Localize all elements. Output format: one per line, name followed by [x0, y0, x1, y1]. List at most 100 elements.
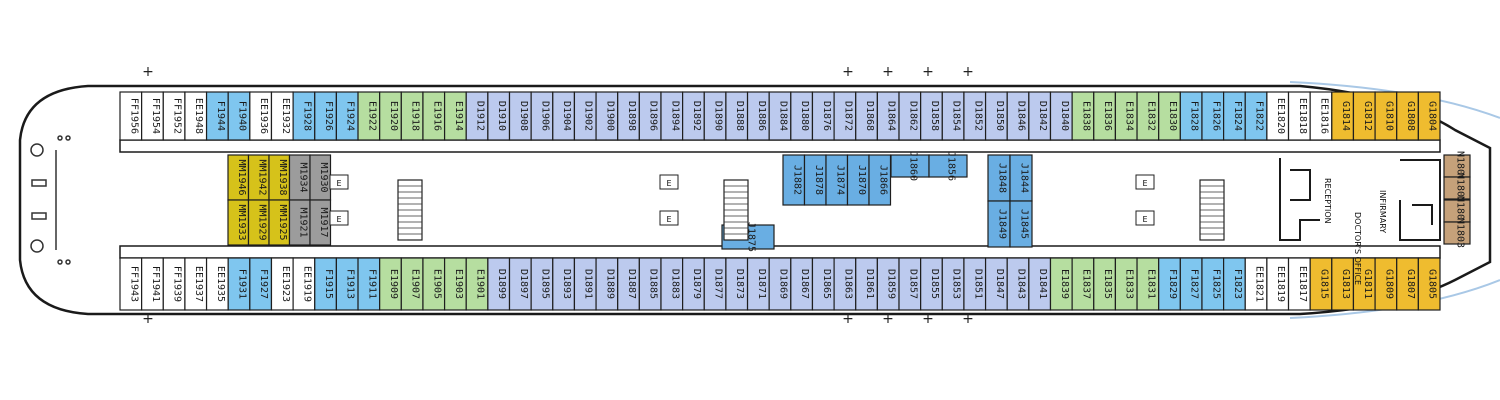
cabin-F1915[interactable]: F1915 [314, 257, 337, 311]
cabin-EE1932[interactable]: EE1932 [270, 91, 294, 141]
cabin-E1905[interactable]: E1905 [422, 257, 446, 311]
cabin-E1903[interactable]: E1903 [443, 257, 467, 311]
cabin-D1895[interactable]: D1895 [530, 257, 554, 311]
cabin-FF1941[interactable]: FF1941 [141, 257, 164, 311]
cabin-D1842[interactable]: D1842 [1028, 91, 1052, 141]
cabin-EE1820[interactable]: EE1820 [1266, 91, 1290, 141]
cabin-FF1952[interactable]: FF1952 [162, 91, 186, 141]
cabin-E1901[interactable]: E1901 [465, 257, 489, 311]
cabin-J1856[interactable]: J1856 [928, 151, 968, 181]
cabin-D1898[interactable]: D1898 [617, 91, 640, 141]
cabin-D1846[interactable]: D1846 [1006, 91, 1030, 141]
cabin-D1859[interactable]: D1859 [876, 257, 900, 311]
cabin-N1801[interactable]: N1801 [1443, 196, 1471, 226]
cabin-EE1923[interactable]: EE1923 [270, 257, 294, 311]
cabin-EE1937[interactable]: EE1937 [184, 257, 208, 311]
cabin-D1857[interactable]: D1857 [898, 257, 922, 311]
cabin-D1896[interactable]: D1896 [638, 91, 662, 141]
cabin-E1914[interactable]: E1914 [443, 91, 467, 141]
cabin-EE1821[interactable]: EE1821 [1244, 257, 1268, 311]
cabin-E1835[interactable]: E1835 [1093, 257, 1117, 311]
cabin-D1862[interactable]: D1862 [898, 91, 922, 141]
cabin-D1899[interactable]: D1899 [487, 257, 511, 311]
cabin-F1924[interactable]: F1924 [335, 91, 359, 141]
cabin-N1803[interactable]: N1803 [1443, 218, 1471, 248]
cabin-J1874[interactable]: J1874 [825, 154, 849, 206]
cabin-MM1929[interactable]: MM1929 [247, 199, 270, 246]
cabin-D1887[interactable]: D1887 [617, 257, 640, 311]
cabin-D1847[interactable]: D1847 [984, 257, 1008, 311]
cabin-G1812[interactable]: G1812 [1352, 91, 1376, 141]
cabin-M1921[interactable]: M1921 [288, 199, 311, 246]
cabin-D1879[interactable]: D1879 [682, 257, 705, 311]
cabin-D1883[interactable]: D1883 [660, 257, 684, 311]
cabin-EE1936[interactable]: EE1936 [249, 91, 273, 141]
cabin-D1906[interactable]: D1906 [530, 91, 554, 141]
cabin-E1907[interactable]: E1907 [400, 257, 424, 311]
cabin-G1814[interactable]: G1814 [1331, 91, 1355, 141]
cabin-E1833[interactable]: E1833 [1114, 257, 1138, 311]
cabin-D1900[interactable]: D1900 [595, 91, 619, 141]
cabin-G1808[interactable]: G1808 [1396, 91, 1419, 141]
cabin-D1865[interactable]: D1865 [811, 257, 835, 311]
cabin-F1927[interactable]: F1927 [249, 257, 273, 311]
cabin-F1913[interactable]: F1913 [335, 257, 359, 311]
cabin-D1889[interactable]: D1889 [595, 257, 619, 311]
cabin-E1836[interactable]: E1836 [1093, 91, 1117, 141]
cabin-EE1935[interactable]: EE1935 [205, 257, 229, 311]
cabin-N1802[interactable]: N1802 [1443, 173, 1471, 203]
cabin-FF1954[interactable]: FF1954 [141, 91, 164, 141]
cabin-F1944[interactable]: F1944 [205, 91, 229, 141]
cabin-J1860[interactable]: J1860 [890, 151, 930, 181]
cabin-J1845[interactable]: J1845 [1009, 200, 1033, 248]
cabin-G1813[interactable]: G1813 [1331, 257, 1355, 311]
cabin-MM1942[interactable]: MM1942 [247, 154, 270, 201]
cabin-D1891[interactable]: D1891 [573, 257, 597, 311]
cabin-FF1943[interactable]: FF1943 [119, 257, 143, 311]
cabin-D1880[interactable]: D1880 [790, 91, 814, 141]
cabin-D1854[interactable]: D1854 [941, 91, 965, 141]
cabin-E1916[interactable]: E1916 [422, 91, 446, 141]
cabin-D1872[interactable]: D1872 [833, 91, 857, 141]
cabin-E1839[interactable]: E1839 [1049, 257, 1073, 311]
cabin-D1861[interactable]: D1861 [855, 257, 878, 311]
cabin-J1870[interactable]: J1870 [846, 154, 870, 206]
cabin-D1868[interactable]: D1868 [855, 91, 878, 141]
cabin-E1834[interactable]: E1834 [1114, 91, 1138, 141]
cabin-D1852[interactable]: D1852 [963, 91, 987, 141]
cabin-D1873[interactable]: D1873 [725, 257, 749, 311]
cabin-M1930[interactable]: M1930 [309, 154, 332, 201]
cabin-D1851[interactable]: D1851 [963, 257, 987, 311]
cabin-J1878[interactable]: J1878 [803, 154, 827, 206]
cabin-F1911[interactable]: F1911 [357, 257, 381, 311]
cabin-J1849[interactable]: J1849 [987, 200, 1011, 248]
cabin-G1815[interactable]: G1815 [1309, 257, 1333, 311]
cabin-G1807[interactable]: G1807 [1396, 257, 1419, 311]
cabin-FF1939[interactable]: FF1939 [162, 257, 186, 311]
cabin-EE1819[interactable]: EE1819 [1266, 257, 1290, 311]
cabin-E1830[interactable]: E1830 [1158, 91, 1181, 141]
cabin-D1890[interactable]: D1890 [703, 91, 727, 141]
cabin-D1871[interactable]: D1871 [746, 257, 770, 311]
cabin-D1893[interactable]: D1893 [552, 257, 576, 311]
cabin-D1885[interactable]: D1885 [638, 257, 662, 311]
cabin-D1884[interactable]: D1884 [768, 91, 792, 141]
cabin-E1920[interactable]: E1920 [379, 91, 402, 141]
cabin-EE1948[interactable]: EE1948 [184, 91, 208, 141]
cabin-M1934[interactable]: M1934 [288, 154, 311, 201]
cabin-D1886[interactable]: D1886 [746, 91, 770, 141]
cabin-F1824[interactable]: F1824 [1223, 91, 1246, 141]
cabin-F1826[interactable]: F1826 [1201, 91, 1225, 141]
cabin-MM1946[interactable]: MM1946 [227, 154, 250, 201]
cabin-D1910[interactable]: D1910 [487, 91, 511, 141]
cabin-E1838[interactable]: E1838 [1071, 91, 1095, 141]
cabin-D1904[interactable]: D1904 [552, 91, 576, 141]
cabin-J1844[interactable]: J1844 [1009, 154, 1033, 202]
cabin-F1928[interactable]: F1928 [292, 91, 316, 141]
cabin-F1822[interactable]: F1822 [1244, 91, 1268, 141]
cabin-D1912[interactable]: D1912 [465, 91, 489, 141]
cabin-E1832[interactable]: E1832 [1136, 91, 1160, 141]
cabin-D1864[interactable]: D1864 [876, 91, 900, 141]
cabin-E1831[interactable]: E1831 [1136, 257, 1160, 311]
cabin-G1810[interactable]: G1810 [1374, 91, 1398, 141]
